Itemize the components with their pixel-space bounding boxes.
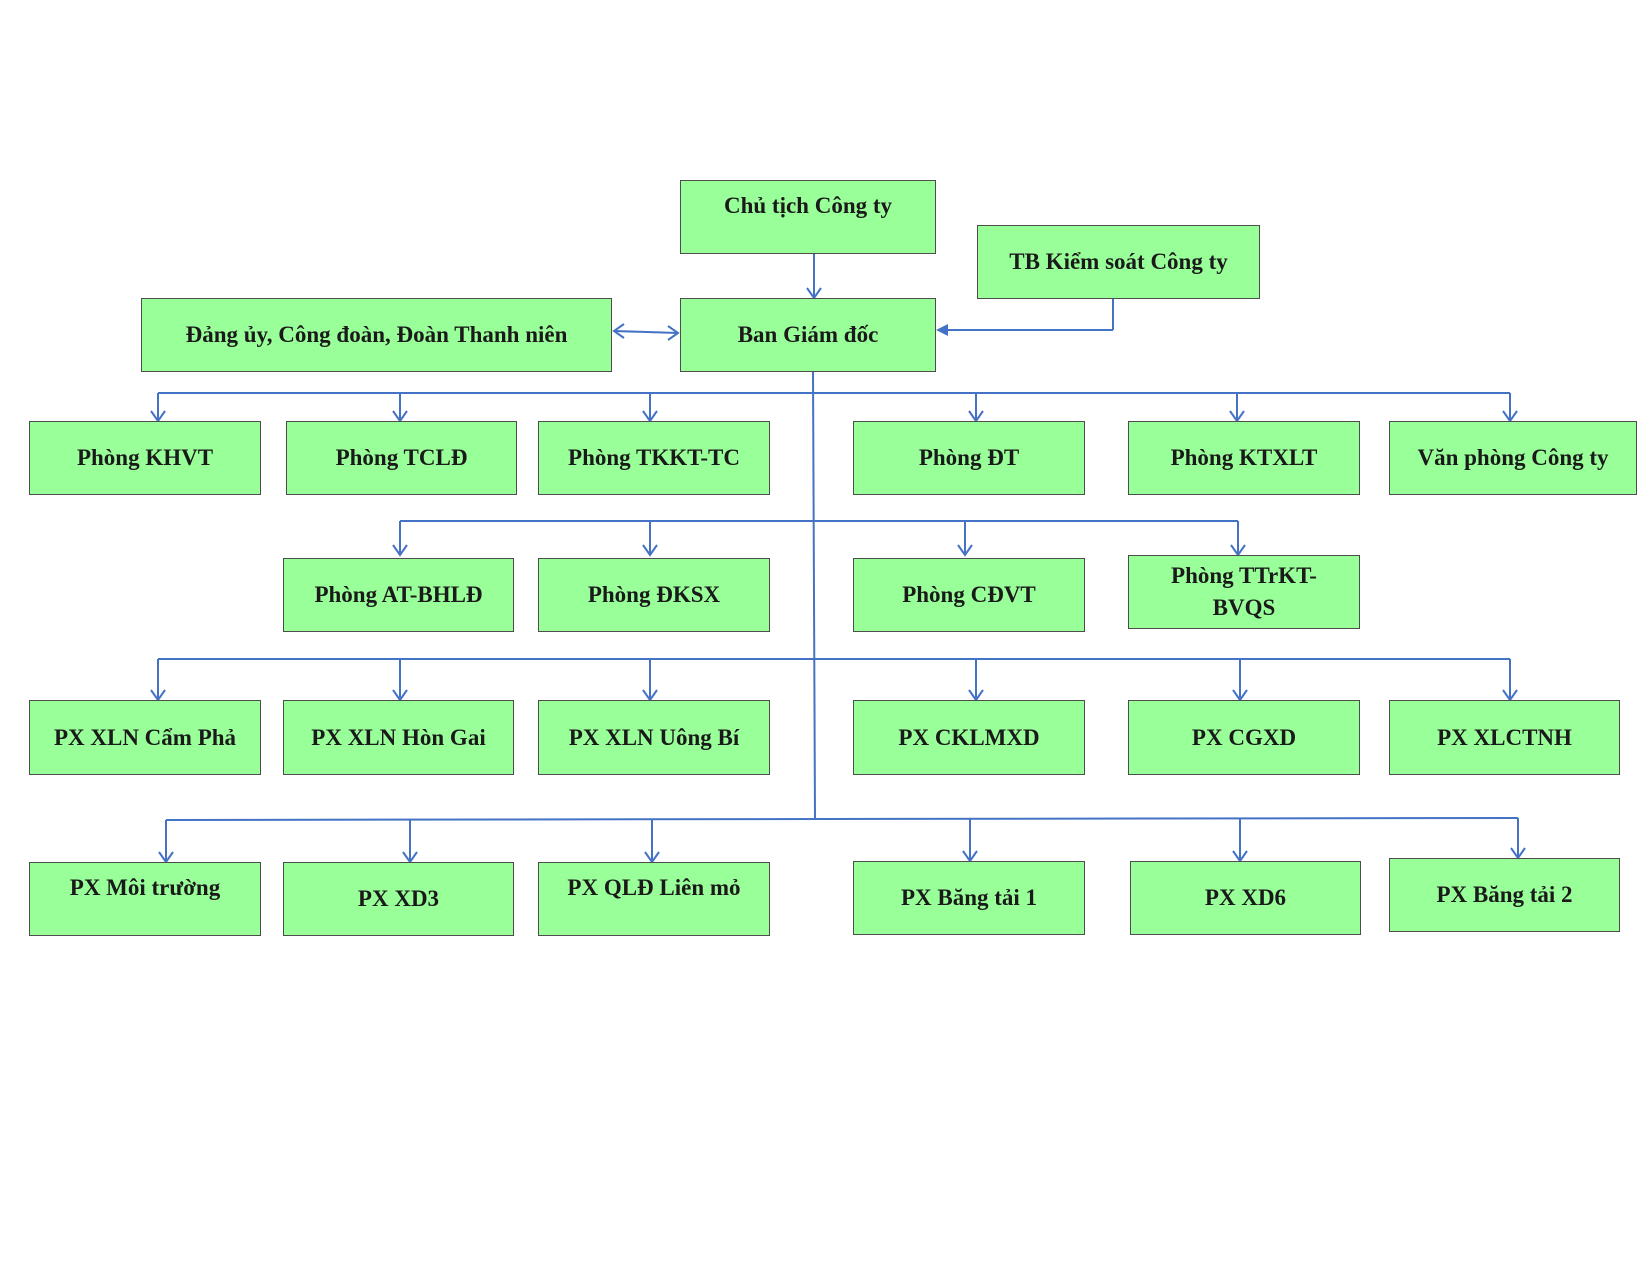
node-px-xln-uong-bi: PX XLN Uông Bí [538,700,770,775]
node-label: PX XLN Cẩm Phả [53,724,237,750]
node-label: TB Kiểm soát Công ty [1009,249,1228,274]
node-label: Chủ tịch Công ty [723,193,893,218]
arrowhead-icon [392,544,408,557]
node-label: PX XLN Hòn Gai [311,724,486,750]
node-label: Phòng KHVT [76,445,214,470]
node-label: Phòng TCLĐ [335,445,468,470]
node-label: PX Môi trường [69,875,221,900]
node-phong-ktxlt: Phòng KTXLT [1128,421,1360,495]
node-ban-giam-doc: Ban Giám đốc [680,298,936,372]
node-label: PX Băng tải 2 [1436,882,1573,907]
arrowhead-icon [957,544,973,557]
node-phong-tkkt-tc: Phòng TKKT-TC [538,421,770,495]
node-chu-tich: Chủ tịch Công ty [680,180,936,254]
main-trunk [812,371,816,821]
node-label: PX CGXD [1191,724,1297,750]
node-label: Ban Giám đốc [737,322,879,347]
node-dang-uy: Đảng ủy, Công đoàn, Đoàn Thanh niên [141,298,612,372]
node-label: Đảng ủy, Công đoàn, Đoàn Thanh niên [185,322,568,347]
arrowhead-icon [612,323,625,339]
node-px-qld-lien-mo: PX QLĐ Liên mỏ [538,862,770,936]
node-px-moi-truong: PX Môi trường [29,862,261,936]
node-label: PX QLĐ Liên mỏ [567,875,741,900]
node-label: PX XLN Uông Bí [568,724,740,750]
node-px-cgxd: PX CGXD [1128,700,1360,775]
node-label: Phòng AT-BHLĐ [314,582,483,607]
node-label-line-2: BVQS [1212,595,1276,620]
node-label-line-1: Phòng TTrKT- [1171,563,1317,588]
node-phong-dt: Phòng ĐT [853,421,1085,495]
node-label: Phòng ĐT [918,445,1020,470]
node-phong-khvt: Phòng KHVT [29,421,261,495]
node-phong-tcld: Phòng TCLĐ [286,421,517,495]
node-label: PX XD3 [357,886,440,911]
node-phong-ttrkt-bvqs: Phòng TTrKT- BVQS [1128,555,1360,629]
node-phong-dksx: Phòng ĐKSX [538,558,770,632]
node-phong-cdvt: Phòng CĐVT [853,558,1085,632]
arrowhead-icon [667,325,680,341]
node-tb-kiem-soat: TB Kiểm soát Công ty [977,225,1260,299]
node-px-xln-hon-gai: PX XLN Hòn Gai [283,700,514,775]
node-label: PX XD6 [1204,885,1287,910]
node-px-xd3: PX XD3 [283,862,514,936]
node-px-bang-tai-1: PX Băng tải 1 [853,861,1085,935]
node-label: PX XLCTNH [1437,724,1572,750]
node-label: PX CKLMXD [898,724,1040,750]
node-phong-at-bhld: Phòng AT-BHLĐ [283,558,514,632]
node-label: Phòng TKKT-TC [568,445,740,470]
dang-uy-connector [613,330,679,334]
node-px-cklmxd: PX CKLMXD [853,700,1085,775]
node-label: Phòng ĐKSX [587,582,721,607]
node-label: Văn phòng Công ty [1417,445,1609,470]
node-label: Phòng KTXLT [1170,445,1318,470]
node-label: Phòng CĐVT [902,582,1036,607]
node-label: PX Băng tải 1 [900,885,1038,910]
node-px-xln-cam-pha: PX XLN Cẩm Phả [29,700,261,775]
node-px-bang-tai-2: PX Băng tải 2 [1389,858,1620,932]
arrowhead-icon [936,324,948,336]
row-4-bus [165,817,1519,821]
node-van-phong: Văn phòng Công ty [1389,421,1637,495]
node-px-xlctnh: PX XLCTNH [1389,700,1620,775]
node-px-xd6: PX XD6 [1130,861,1361,935]
arrowhead-icon [642,544,658,557]
